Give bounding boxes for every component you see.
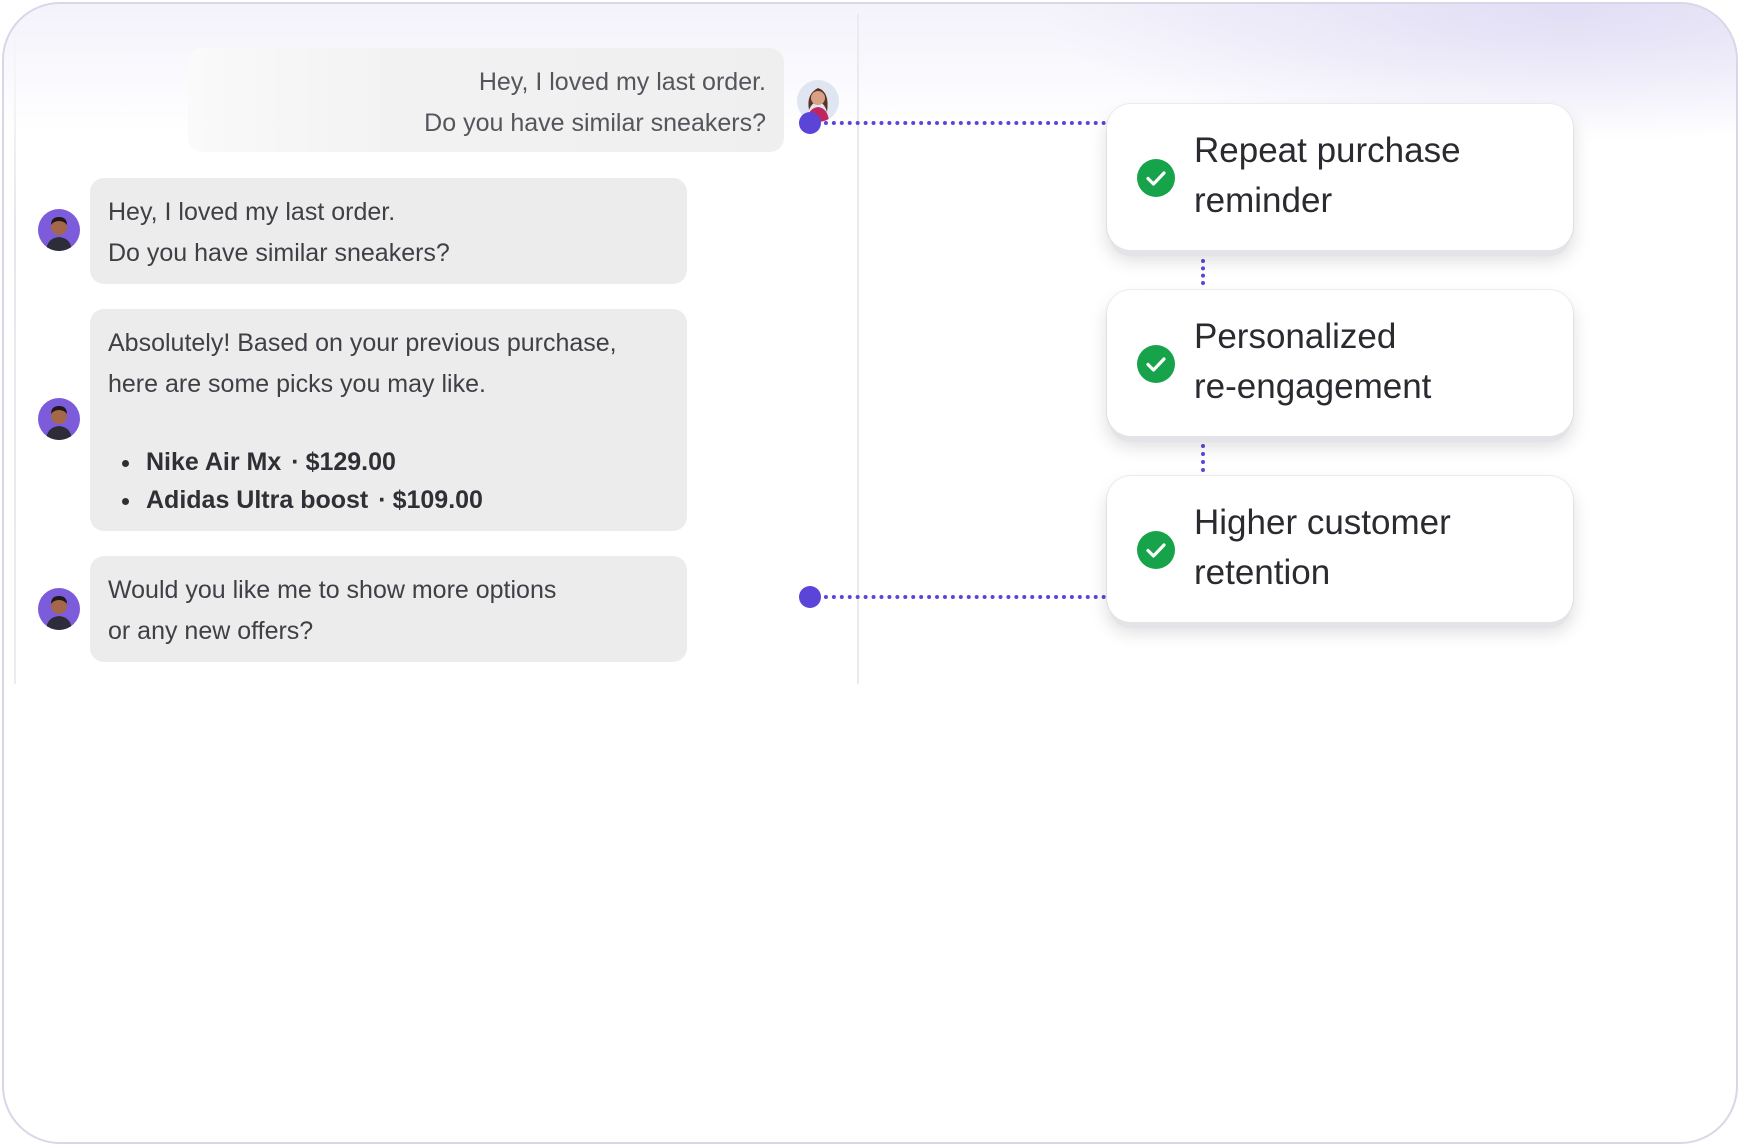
agent-avatar-icon <box>38 209 80 251</box>
agent-message-bubble: Hey, I loved my last order. Do you have … <box>90 178 687 284</box>
agent-avatar-icon <box>38 398 80 440</box>
agent-avatar <box>38 588 80 630</box>
separator: · <box>378 486 387 514</box>
customer-message-bubble: Hey, I loved my last order. Do you have … <box>188 48 784 152</box>
connector-line-vertical <box>1201 259 1205 285</box>
product-name: Nike Air Mx <box>146 448 282 476</box>
connector-dot <box>799 112 821 134</box>
agent-avatar <box>38 398 80 440</box>
product-list: Nike Air Mx·$129.00 Adidas Ultra boost·$… <box>108 443 669 519</box>
agent-avatar-icon <box>38 588 80 630</box>
agent-message-bubble: Would you like me to show more options o… <box>90 556 687 662</box>
feature-label-line: retention <box>1194 553 1331 592</box>
feature-label-line: reminder <box>1194 181 1333 220</box>
separator: · <box>291 448 300 476</box>
product-item[interactable]: Adidas Ultra boost ·$109.00 <box>108 481 669 519</box>
feature-label: Higher customer retention <box>1194 498 1554 598</box>
feature-label-line: re-engagement <box>1194 367 1432 406</box>
message-line: Hey, I loved my last order. <box>108 198 396 226</box>
product-price: $129.00 <box>305 448 396 476</box>
feature-card-personalized-reengagement: Personalized re-engagement <box>1107 290 1573 436</box>
connector-line <box>816 121 1106 125</box>
feature-label-line: Personalized <box>1194 317 1397 356</box>
message-line: Would you like me to show more options <box>108 576 557 604</box>
check-circle-icon <box>1137 345 1175 383</box>
message-line: here are some picks you may like. <box>108 370 486 398</box>
feature-label-line: Higher customer <box>1194 503 1451 542</box>
agent-avatar <box>38 209 80 251</box>
feature-label-line: Repeat purchase <box>1194 131 1461 170</box>
product-price: $109.00 <box>392 486 483 514</box>
feature-label: Repeat purchase reminder <box>1194 126 1554 226</box>
feature-card-repeat-purchase: Repeat purchase reminder <box>1107 104 1573 250</box>
check-circle-icon <box>1137 159 1175 197</box>
feature-card-customer-retention: Higher customer retention <box>1107 476 1573 622</box>
message-line: Hey, I loved my last order. <box>478 68 766 96</box>
check-circle-icon <box>1137 531 1175 569</box>
message-line: Do you have similar sneakers? <box>424 109 766 137</box>
message-line: Do you have similar sneakers? <box>108 239 450 267</box>
left-divider <box>14 24 16 684</box>
connector-line-vertical <box>1201 444 1205 472</box>
message-line: Absolutely! Based on your previous purch… <box>108 329 617 357</box>
product-item[interactable]: Nike Air Mx ·$129.00 <box>108 443 669 481</box>
connector-dot <box>799 586 821 608</box>
feature-label: Personalized re-engagement <box>1194 312 1554 412</box>
agent-recommendation-bubble: Absolutely! Based on your previous purch… <box>90 309 687 531</box>
product-name: Adidas Ultra boost <box>146 486 369 514</box>
center-divider <box>857 14 859 684</box>
connector-line <box>816 595 1106 599</box>
message-line: or any new offers? <box>108 617 314 645</box>
